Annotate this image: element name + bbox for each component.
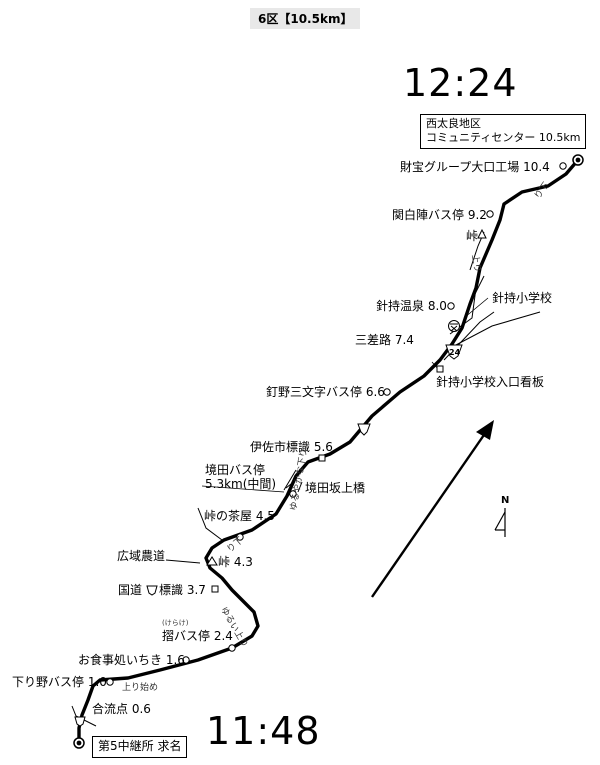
direction-arrow — [371, 420, 494, 598]
label-isa-sign: 伊佐市標識 5.6 — [250, 440, 333, 454]
finish-time: 12:24 — [403, 61, 518, 105]
marker-shokuji — [182, 656, 190, 664]
marker-sakaida-bus — [289, 490, 297, 498]
route-shield-icon — [146, 585, 158, 596]
label-zaiho: 財宝グループ大口工場 10.4 — [400, 160, 550, 174]
course-route-line — [77, 158, 580, 745]
school-icon — [448, 320, 460, 332]
label-sakaida-bus-2: 5.3km(中間) — [205, 477, 277, 491]
label-harimochi-onsen: 針持温泉 8.0 — [376, 299, 447, 313]
label-shimorino: 下り野バス停 1.0 — [12, 675, 107, 689]
point-markers — [106, 162, 567, 686]
label-shokuji: お食事処いちき 1.6 — [78, 653, 185, 667]
route-shield-icon — [357, 423, 371, 436]
slope-nobori1: 上り — [469, 253, 483, 274]
finish-label-box: 西太良地区 コミュニティセンター 10.5km — [420, 114, 587, 149]
label-kokudo-a: 国道 — [118, 583, 143, 597]
label-goryu: 合流点 0.6 — [92, 702, 151, 716]
triangle-icon — [477, 228, 487, 239]
triangle-icon — [206, 556, 218, 566]
label-kumi-ruby: (けらけ) — [162, 619, 189, 627]
start-label-box: 第5中継所 求名 — [92, 736, 188, 758]
label-toge1: 峠 — [466, 229, 479, 243]
label-sakaida-bridge: 境田坂上橋 — [305, 481, 366, 495]
marker-kokudo-sign — [211, 585, 219, 593]
pass-markers — [206, 228, 487, 566]
label-toge2: 峠 4.3 — [218, 555, 253, 569]
start-marker — [73, 737, 85, 749]
finish-marker — [572, 154, 584, 166]
marker-karino — [383, 388, 391, 396]
label-chaya: 峠の茶屋 4.5 — [204, 509, 275, 523]
label-karino: 釘野三文字バス停 6.6 — [266, 385, 385, 399]
marker-chaya — [236, 533, 244, 541]
finish-label-line1: 西太良地区 — [426, 117, 481, 130]
route-shield-icon — [445, 344, 463, 360]
label-koiki: 広域農道 — [117, 549, 166, 563]
label-harimochi-school: 針持小学校 — [492, 291, 553, 305]
slope-nobori2: 上り始め — [122, 683, 159, 693]
north-label: N — [501, 495, 510, 506]
section-title: 6区【10.5km】 — [250, 8, 361, 29]
label-school-sign: 針持小学校入口看板 — [436, 375, 545, 389]
label-sakaida-bus-1: 境田バス停 — [205, 463, 266, 477]
start-time: 11:48 — [206, 709, 321, 753]
route-shield-icon — [74, 716, 86, 727]
route-number-label: 24 — [449, 348, 461, 357]
label-kokudo-b: 標識 3.7 — [159, 583, 206, 597]
marker-sekishirojin — [486, 210, 494, 218]
marker-school-sign — [436, 365, 444, 373]
north-arrow-icon — [494, 508, 506, 537]
marker-zaiho — [559, 162, 567, 170]
finish-label-line2: コミュニティセンター 10.5km — [426, 131, 581, 145]
marker-shimorino — [106, 678, 114, 686]
label-sekishirojin: 関白陣バス停 9.2 — [392, 208, 487, 222]
marker-kumi — [228, 644, 236, 652]
label-sansaro: 三差路 7.4 — [355, 333, 414, 347]
marker-harimochi-onsen — [447, 302, 455, 310]
marker-isa-sign — [318, 454, 326, 462]
label-kumi: 摺バス停 2.4 — [162, 629, 233, 643]
